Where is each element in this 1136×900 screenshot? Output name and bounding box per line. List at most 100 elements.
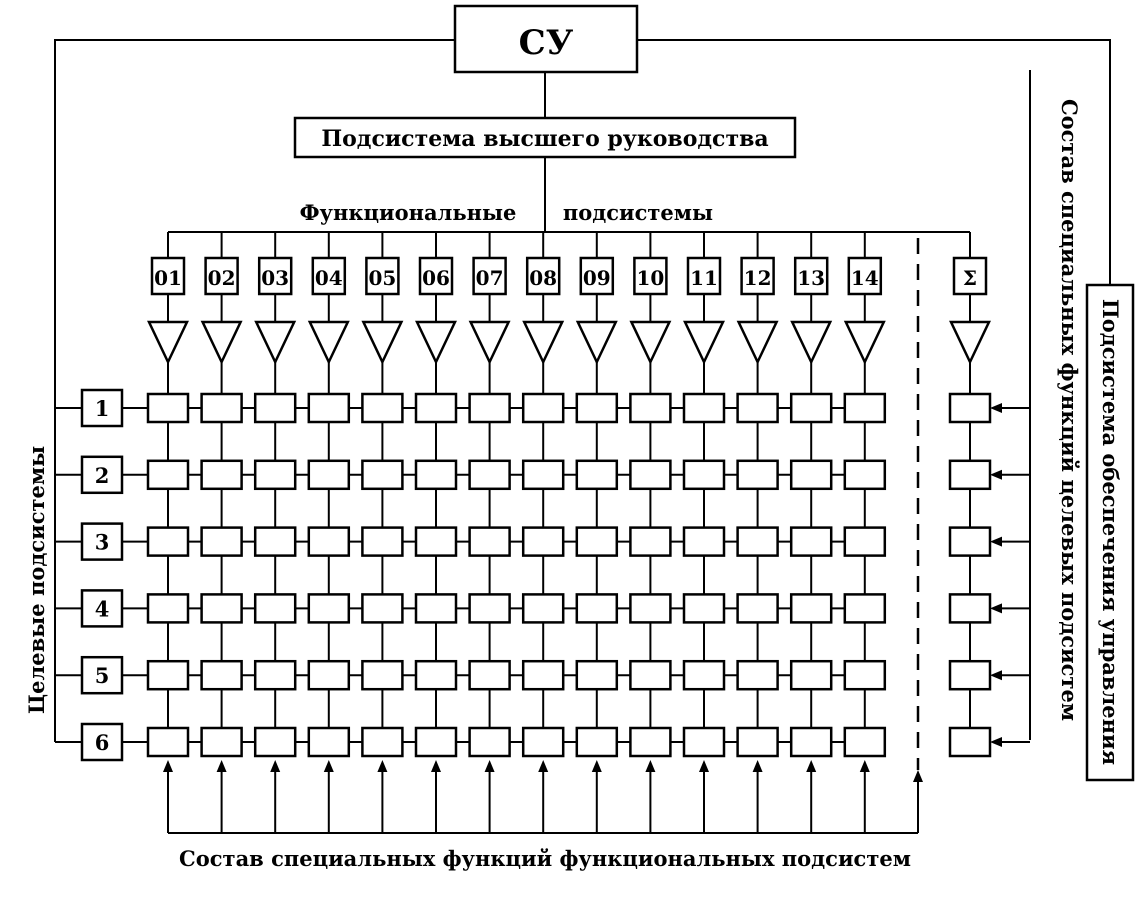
functional-subsystem-07: 07 — [468, 232, 511, 365]
function-cell — [575, 526, 619, 557]
functional-subsystem-12: 12 — [736, 232, 779, 365]
triangle-icon — [575, 320, 618, 365]
functional-subsystem-14: 14 — [843, 232, 886, 365]
subsystem-code-label: 07 — [476, 266, 504, 290]
function-cell — [468, 659, 511, 691]
triangle-icon — [683, 320, 725, 365]
function-cell — [789, 593, 833, 624]
function-cell — [843, 526, 887, 557]
function-cell — [468, 593, 511, 624]
triangle-icon — [790, 320, 833, 365]
function-cell — [361, 392, 404, 424]
function-cell — [361, 659, 404, 691]
target-subsystem-3: 3 — [55, 522, 124, 561]
functional-subsystem-11: 11 — [683, 232, 725, 365]
function-cell — [361, 726, 404, 758]
su-label: СУ — [519, 23, 574, 63]
function-cell — [789, 392, 833, 424]
functional-subsystem-08: 08 — [522, 232, 565, 365]
function-cell — [307, 593, 351, 624]
function-cell — [682, 459, 726, 491]
support-subsystem-box: Подсистема обеспечения управления — [1085, 283, 1135, 782]
function-cell — [789, 726, 833, 758]
function-cell — [146, 526, 190, 557]
function-cell — [200, 726, 243, 758]
function-cell — [948, 593, 992, 624]
target-subsystem-6: 6 — [55, 722, 124, 762]
function-cell — [575, 593, 619, 624]
function-cell — [146, 593, 190, 624]
function-cell — [789, 526, 833, 557]
senior-management-box: Подсистема высшего руководства — [293, 116, 797, 159]
subsystem-code-label: 03 — [261, 266, 289, 290]
function-cell — [521, 526, 565, 557]
function-cell — [736, 593, 779, 624]
functional-subsystem-13: 13 — [790, 232, 833, 365]
target-subsystem-1: 1 — [55, 388, 124, 428]
function-cell — [253, 726, 297, 758]
function-cell — [575, 726, 619, 758]
function-cell — [414, 726, 458, 758]
functional-title-left: Функциональные — [300, 200, 517, 225]
function-cell — [414, 459, 458, 491]
function-grid — [122, 362, 1030, 758]
function-cell — [629, 593, 672, 624]
target-subsystem-5: 5 — [55, 655, 124, 695]
functional-subsystem-05: 05 — [361, 232, 404, 365]
function-cell — [146, 659, 190, 691]
function-cell — [736, 526, 779, 557]
function-cell — [575, 392, 619, 424]
function-cell — [468, 726, 511, 758]
functional-subsystem-04: 04 — [307, 232, 350, 365]
function-cell — [521, 593, 565, 624]
function-cell — [789, 659, 833, 691]
function-cell — [361, 526, 404, 557]
function-cell — [948, 392, 992, 424]
function-cell — [736, 459, 779, 491]
function-cell — [307, 392, 351, 424]
function-cell — [361, 593, 404, 624]
subsystem-code-label: 05 — [368, 266, 396, 290]
function-cell — [629, 526, 672, 557]
function-cell — [948, 726, 992, 758]
function-cell — [200, 459, 243, 491]
function-cell — [682, 526, 726, 557]
triangle-icon — [147, 320, 189, 365]
function-cell — [253, 392, 297, 424]
target-subsystem-4: 4 — [55, 589, 124, 628]
target-number-label: 5 — [95, 663, 110, 688]
function-cell — [200, 526, 243, 557]
bottom-label: Состав специальных функций функциональны… — [179, 846, 911, 871]
function-cell — [521, 659, 565, 691]
subsystem-code-label: 04 — [315, 266, 343, 290]
bottom-input-arrows — [163, 760, 923, 833]
right-outer-label: Подсистема обеспечения управления — [1098, 299, 1123, 765]
function-cell — [200, 392, 243, 424]
function-cell — [843, 593, 887, 624]
functional-subsystem-06: 06 — [415, 232, 457, 365]
function-cell — [948, 659, 992, 691]
subsystem-code-label: 12 — [744, 266, 772, 290]
subsystem-code-label: 01 — [154, 266, 182, 290]
function-cell — [468, 392, 511, 424]
triangle-icon — [629, 320, 672, 365]
triangle-icon — [200, 320, 243, 365]
functional-subsystem-10: 10 — [629, 232, 672, 365]
function-cell — [414, 593, 458, 624]
subsystem-code-label: 10 — [636, 266, 664, 290]
subsystem-code-label: 08 — [529, 266, 557, 290]
function-cell — [253, 459, 297, 491]
function-cell — [253, 659, 297, 691]
function-cell — [253, 593, 297, 624]
triangle-icon — [307, 320, 350, 365]
function-cell — [736, 659, 779, 691]
subsystem-code-label: 13 — [797, 266, 825, 290]
function-cell — [307, 659, 351, 691]
sum-subsystem: Σ — [949, 256, 991, 365]
function-cell — [948, 526, 992, 557]
function-cell — [468, 526, 511, 557]
function-cell — [414, 392, 458, 424]
triangle-icon — [468, 320, 511, 365]
